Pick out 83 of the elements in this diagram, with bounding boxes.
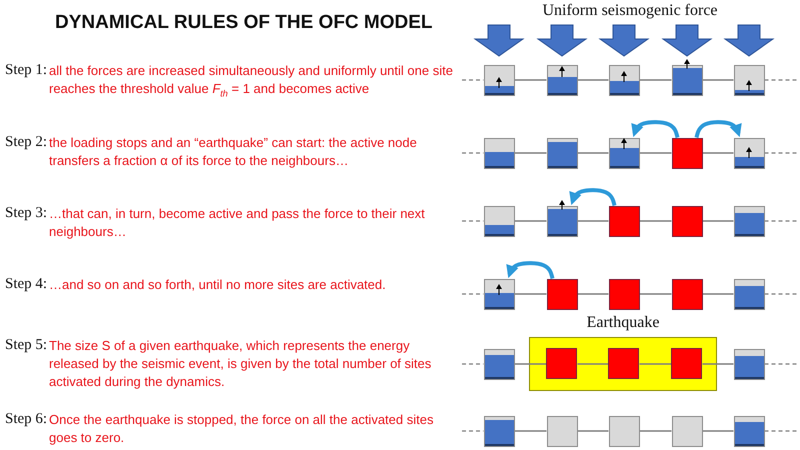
site-box bbox=[734, 64, 764, 96]
connector-line bbox=[764, 293, 798, 295]
connector-line bbox=[578, 293, 608, 295]
connector-line bbox=[578, 79, 608, 81]
step-label: Step 6: bbox=[5, 410, 48, 428]
connector-line bbox=[764, 152, 798, 154]
site-box bbox=[546, 348, 577, 379]
site-box bbox=[484, 278, 514, 310]
step-description: …and so on and so forth, until no more sites are activated. bbox=[49, 276, 387, 294]
connector-line bbox=[702, 293, 734, 295]
connector-line bbox=[514, 430, 546, 432]
connector-line bbox=[640, 430, 672, 432]
step-label: Step 5: bbox=[5, 336, 48, 354]
connector-line bbox=[514, 79, 546, 81]
site-box bbox=[608, 348, 639, 379]
site-box bbox=[546, 138, 578, 168]
step-description: The size S of a given earthquake, which represents the energy released by the seismic event, is given by the total number of sites activated during the dynamics. bbox=[49, 337, 432, 391]
connector-line bbox=[578, 152, 608, 154]
connector-line bbox=[702, 220, 734, 222]
connector-line bbox=[462, 293, 484, 295]
site-box bbox=[608, 416, 640, 446]
connector-line bbox=[702, 79, 734, 81]
box-heading: Earthquake bbox=[586, 314, 660, 332]
connector-line bbox=[462, 79, 484, 81]
site-box bbox=[608, 278, 640, 310]
site-box bbox=[734, 138, 764, 168]
site-box bbox=[546, 64, 578, 96]
curved-arrow bbox=[506, 261, 554, 279]
connector-line bbox=[578, 430, 608, 432]
connector-line bbox=[764, 79, 798, 81]
site-box bbox=[734, 348, 764, 380]
step-description: all the forces are increased simultaneously and uniformly until one site reaches the threshold value F$_{th}$ = 1 and becomes active bbox=[49, 62, 454, 101]
site-box bbox=[672, 416, 702, 446]
connector-line bbox=[462, 363, 484, 365]
heading-label: Uniform seismogenic force bbox=[541, 2, 719, 20]
connector-line bbox=[640, 363, 672, 365]
connector-line bbox=[462, 430, 484, 432]
connector-line bbox=[764, 363, 798, 365]
connector-line bbox=[514, 293, 546, 295]
site-box bbox=[671, 348, 702, 379]
site-box bbox=[484, 206, 514, 236]
connector-line bbox=[462, 152, 484, 154]
step-label: Step 3: bbox=[5, 204, 48, 222]
site-box bbox=[608, 138, 640, 168]
connector-line bbox=[640, 220, 672, 222]
site-box bbox=[734, 416, 764, 446]
connector-line bbox=[702, 152, 734, 154]
connector-line bbox=[702, 430, 734, 432]
connector-line bbox=[640, 152, 672, 154]
connector-line bbox=[640, 293, 672, 295]
connector-line bbox=[578, 220, 608, 222]
site-box bbox=[484, 416, 514, 446]
site-box bbox=[672, 206, 702, 236]
step-description: …that can, in turn, become active and pass the force to their next neighbours… bbox=[49, 205, 426, 241]
connector-line bbox=[640, 79, 672, 81]
connector-line bbox=[764, 220, 798, 222]
connector-line bbox=[514, 363, 546, 365]
curved-arrow bbox=[694, 120, 742, 138]
step-label: Step 1: bbox=[5, 61, 48, 79]
connector-line bbox=[462, 220, 484, 222]
site-box bbox=[484, 64, 514, 96]
site-box bbox=[734, 278, 764, 310]
step-description: the loading stops and an “earthquake” can start: the active node transfers a fraction α of its force to the neighbours… bbox=[49, 134, 418, 170]
connector-line bbox=[702, 363, 734, 365]
connector-line bbox=[764, 430, 798, 432]
connector-line bbox=[514, 152, 546, 154]
title: DYNAMICAL RULES OF THE OFC MODEL bbox=[55, 12, 433, 34]
site-box bbox=[484, 138, 514, 168]
step-label: Step 2: bbox=[5, 133, 48, 151]
curved-arrow bbox=[569, 188, 616, 206]
site-box bbox=[672, 278, 702, 310]
site-box bbox=[546, 416, 578, 446]
connector-line bbox=[514, 220, 546, 222]
site-box bbox=[608, 64, 640, 96]
step-description: Once the earthquake is stopped, the force on all the activated sites goes to zero. bbox=[49, 411, 434, 447]
site-box bbox=[484, 348, 514, 380]
site-box bbox=[734, 206, 764, 236]
step-label: Step 4: bbox=[5, 275, 48, 293]
site-box bbox=[608, 206, 640, 236]
site-box bbox=[546, 278, 578, 310]
site-box bbox=[672, 138, 702, 168]
connector-line bbox=[578, 363, 608, 365]
curved-arrow bbox=[631, 120, 680, 138]
